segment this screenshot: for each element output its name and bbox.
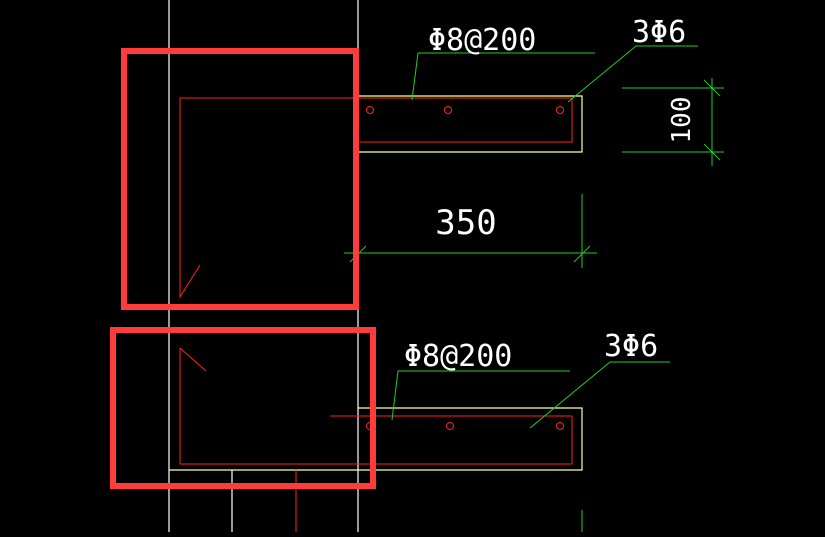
- height-dimension: [622, 78, 724, 166]
- stirrup-leader-bottom: [391, 370, 570, 421]
- bars-leader-bottom: [529, 361, 670, 429]
- top-leaders: [411, 45, 698, 103]
- height-dimension-value: 100: [667, 97, 697, 144]
- length-tick-right: [573, 245, 591, 263]
- highlight-box-top: [121, 48, 359, 310]
- bottom-rebar-dot: [556, 422, 564, 430]
- height-tick-top: [703, 79, 721, 97]
- top-slab-outline: [358, 95, 583, 153]
- bottom-leaders: [391, 361, 670, 532]
- bottom-rebar-stirrup: [179, 348, 573, 465]
- bottom-rebar-hook: [179, 347, 207, 372]
- top-rebar-stirrup: [179, 97, 573, 299]
- length-dimension-value: 350: [435, 203, 496, 243]
- stirrup-label-top: Φ8@200: [428, 23, 536, 58]
- bars-leader-top: [567, 45, 698, 103]
- top-rebar-dot: [444, 106, 452, 114]
- stirrup-label-bottom: Φ8@200: [404, 339, 512, 374]
- highlight-box-bottom: [110, 327, 376, 489]
- height-tick-bottom: [703, 143, 721, 161]
- bottom-rebar-dot: [446, 422, 454, 430]
- bars-label-bottom: 3Φ6: [604, 329, 658, 364]
- top-rebar-dot: [366, 106, 374, 114]
- stirrup-leader-top: [411, 52, 595, 101]
- column-outline: [168, 0, 359, 532]
- top-rebar-dot: [556, 106, 564, 114]
- bars-label-top: 3Φ6: [632, 15, 686, 50]
- top-slab-detail: [179, 95, 583, 299]
